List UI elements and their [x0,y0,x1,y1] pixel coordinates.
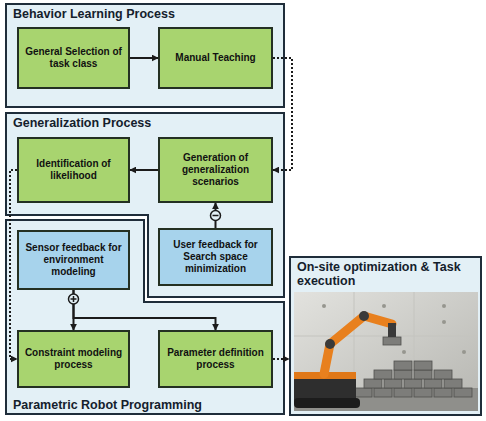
concrete-wall [294,292,478,411]
panel-shape [290,257,481,415]
panel-shape [6,4,284,107]
box-label: Sensor feedback for environment modeling [24,242,123,278]
process-box: Sensor feedback for environment modeling [17,230,130,290]
box-label: Constraint modeling process [24,347,123,371]
panel-title: Generalization Process [13,116,151,130]
panel-title: Parametric Robot Programming [13,398,202,412]
box-label: Generation of generalization scenarios [165,152,266,188]
box-label: General Selection of task class [24,46,123,70]
robot-photo [294,292,478,411]
panel-title: Behavior Learning Process [13,7,175,21]
box-label: User feedback for Search space minimizat… [165,239,266,275]
process-box: Parameter definition process [158,330,273,388]
box-label: Parameter definition process [165,347,266,371]
brick-stack [354,337,472,397]
process-box: Manual Teaching [158,27,273,89]
process-box: Constraint modeling process [17,330,130,388]
process-box: Generation of generalization scenarios [158,137,273,203]
process-panel: Behavior Learning ProcessGeneral Selecti… [5,3,285,108]
process-box: Identification of likelihood [17,137,130,203]
box-label: Identification of likelihood [24,158,123,182]
panel-title: On-site optimization & Task execution [297,260,474,289]
process-box: User feedback for Search space minimizat… [158,228,273,286]
robot [294,311,396,408]
process-box: General Selection of task class [17,27,130,89]
box-label: Manual Teaching [175,52,255,64]
wall-seams [294,292,478,388]
panel-shape [6,220,284,414]
